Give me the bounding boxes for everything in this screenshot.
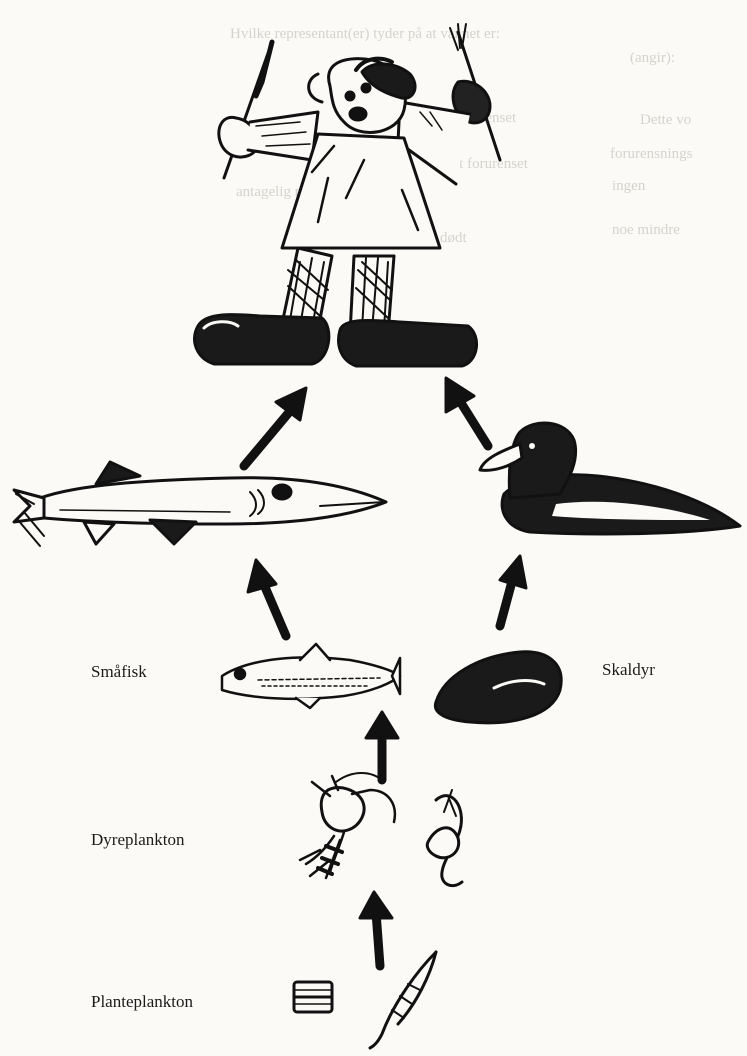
label-small-fish: Småfisk bbox=[91, 662, 147, 682]
arrow-pike-to-human bbox=[244, 388, 306, 466]
label-shellfish: Skaldyr bbox=[602, 660, 655, 680]
arrow-zooplankton-to-smallfish bbox=[366, 712, 398, 780]
label-phytoplankton: Planteplankton bbox=[91, 992, 193, 1012]
zooplankton bbox=[300, 773, 462, 886]
arrow-duck-to-human bbox=[446, 378, 488, 446]
human-figure bbox=[195, 24, 500, 366]
phytoplankton bbox=[294, 952, 436, 1048]
arrow-smallfish-to-pike bbox=[248, 560, 286, 636]
arrow-shellfish-to-duck bbox=[500, 556, 526, 626]
label-zooplankton: Dyreplankton bbox=[91, 830, 184, 850]
duck bbox=[480, 423, 740, 534]
small-fish bbox=[222, 644, 400, 708]
shellfish bbox=[435, 652, 561, 723]
pike-fish bbox=[14, 462, 386, 546]
arrow-phytoplankton-to-zooplankton bbox=[360, 892, 392, 966]
